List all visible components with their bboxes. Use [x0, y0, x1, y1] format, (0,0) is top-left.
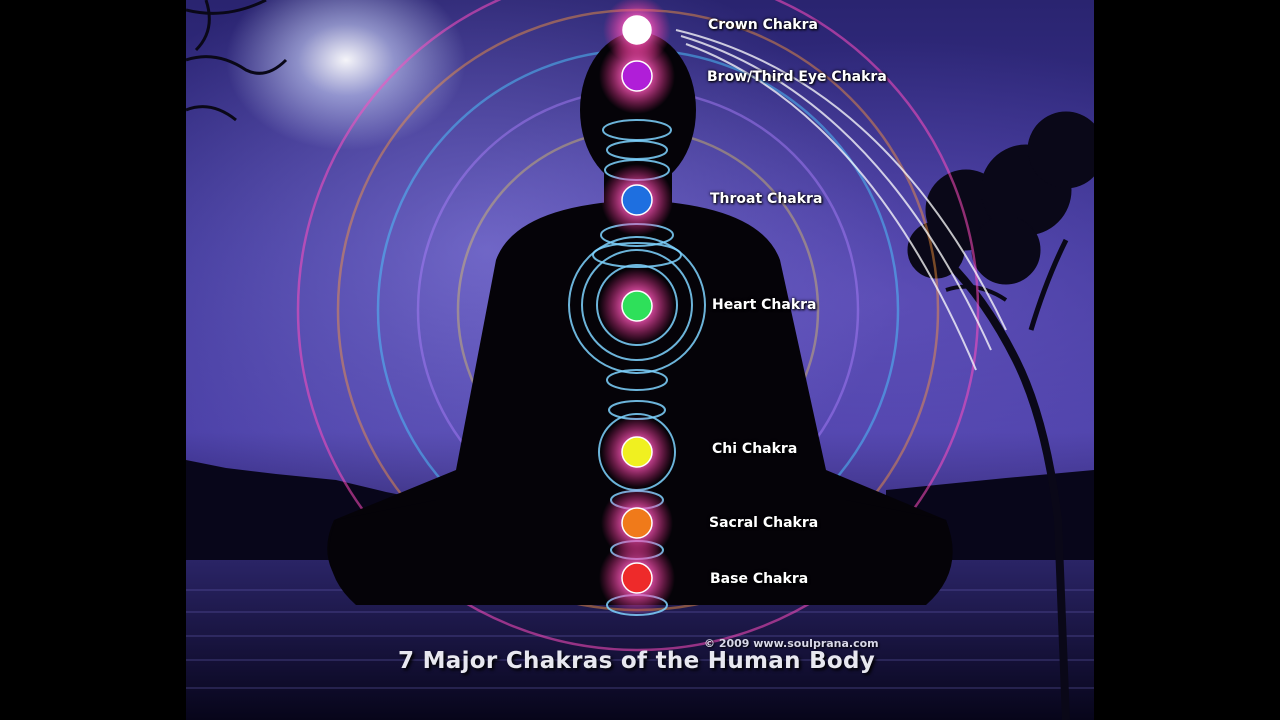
brow-chakra-label: Brow/Third Eye Chakra	[707, 69, 887, 85]
tree-branches-left	[186, 0, 288, 122]
chakra-illustration	[186, 0, 1094, 720]
heart-chakra-label: Heart Chakra	[712, 297, 817, 313]
tree-right	[907, 111, 1094, 720]
sacral-chakra-label: Sacral Chakra	[709, 515, 819, 531]
copyright-notice: © 2009 www.soulprana.com	[704, 637, 879, 650]
brow-chakra-orb	[621, 60, 653, 92]
crown-streaks	[675, 29, 1007, 371]
throat-chakra-label: Throat Chakra	[710, 191, 823, 207]
crown-chakra-orb	[622, 15, 652, 45]
chi-chakra-orb	[621, 436, 653, 468]
crown-chakra-label: Crown Chakra	[708, 17, 818, 33]
illustration-art	[186, 0, 1094, 720]
image-caption: 7 Major Chakras of the Human Body	[398, 648, 876, 674]
chakra-orbs	[621, 15, 653, 594]
throat-chakra-orb	[621, 184, 653, 216]
base-chakra-label: Base Chakra	[710, 571, 809, 587]
sacral-chakra-orb	[621, 507, 653, 539]
chi-chakra-label: Chi Chakra	[712, 441, 798, 457]
heart-chakra-orb	[621, 290, 653, 322]
base-chakra-orb	[621, 562, 653, 594]
